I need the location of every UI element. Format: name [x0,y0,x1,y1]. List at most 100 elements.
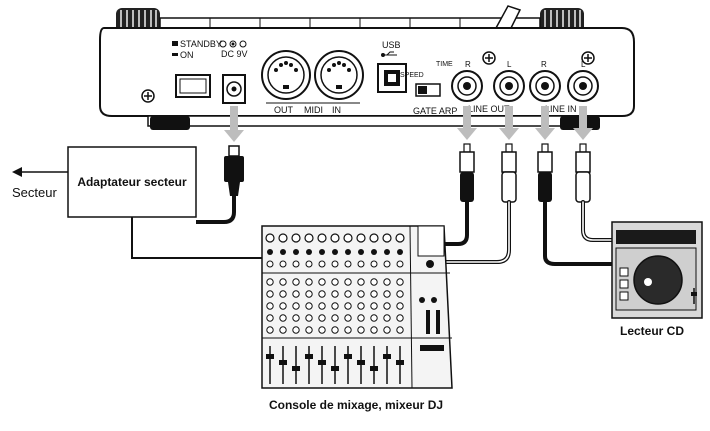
standby-marker-icon [172,41,178,46]
line-out-l-jack[interactable] [493,70,525,102]
speed-label: SPEED [400,72,424,79]
mixer-knob-icon [279,302,287,310]
mixer-knob-icon [396,326,404,334]
mixer-knob-icon [370,260,378,268]
mixer-knob-icon [383,314,391,322]
device-rear-panel: STANDBY ON DC 9V OUT MIDI [99,5,635,130]
midi-in-port[interactable] [314,50,364,100]
line-in-label: LINE IN [545,104,577,114]
mixer-knob-icon [318,260,326,268]
screw-icon [581,51,595,65]
adapter-label: Adaptateur secteur [77,175,187,189]
midi-label: MIDI [304,105,323,115]
midi-out-port[interactable] [261,50,311,100]
secteur-label: Secteur [12,185,57,200]
midi-in-label: IN [332,105,341,115]
standby-label: STANDBY [180,39,222,49]
mixer-knob-icon [305,278,313,286]
cd-player-label: Lecteur CD [620,324,684,338]
mixer-knob-icon [280,249,286,255]
mixer-fader-icon [279,360,287,365]
mixer-knob-icon [397,249,403,255]
mixer-knob-icon [345,249,351,255]
line-out-r-label: R [465,60,471,69]
mixer-knob-icon [305,260,313,268]
line-out-l-label: L [507,60,512,69]
cd-player [611,221,703,319]
rca-plug-line-in-r [537,143,553,202]
mixer-knob-icon [291,233,301,243]
mixer-knob-icon [266,326,274,334]
mixer-fader-icon [383,354,391,359]
arrow-left-icon [12,167,22,177]
mixer-knob-icon [292,278,300,286]
device-foot-left [150,116,190,130]
mixer-knob-icon [357,326,365,334]
mixer-knob-icon [357,260,365,268]
mixer-knob-icon [266,314,274,322]
mixer-knob-icon [344,278,352,286]
line-in-l-jack[interactable] [567,70,599,102]
insertion-arrows [224,106,593,142]
mixer-knob-icon [331,326,339,334]
mixer-knob-icon [267,249,273,255]
mixer-knob-icon [357,302,365,310]
mixer-knob-icon [344,326,352,334]
mixer-knob-icon [396,314,404,322]
mixer-knob-icon [279,290,287,298]
mixer-knob-icon [292,314,300,322]
screw-icon [141,89,155,103]
usb-port[interactable] [377,63,407,93]
usb-icon [381,51,397,57]
mixer-knob-icon [396,278,404,286]
mixer-knob-icon [292,260,300,268]
mixer-knob-icon [319,249,325,255]
mixer-fader-icon [266,354,274,359]
on-label: ON [180,50,194,60]
mixer-knob-icon [331,302,339,310]
mixer-knob-icon [304,233,314,243]
mixer-knob-icon [357,290,365,298]
mixer-knob-icon [370,290,378,298]
mixer-knob-icon [331,290,339,298]
mixer-knob-icon [305,314,313,322]
mixer-knob-icon [292,326,300,334]
mixer-knob-icon [383,290,391,298]
mixer-knob-icon [279,326,287,334]
midi-out-label: OUT [274,105,294,115]
mixer-fader-icon [396,360,404,365]
dc-plug-icon [224,145,244,196]
mixer-knob-icon [383,326,391,334]
mixer-knob-icon [279,260,287,268]
mixer-knob-icon [331,260,339,268]
mixer-fader-icon [318,360,326,365]
mixer-knob-icon [383,260,391,268]
mixer-knob-icon [265,233,275,243]
mixer-knob-icon [396,260,404,268]
mixer-knob-icon [383,302,391,310]
mixer-knob-icon [344,302,352,310]
line-in-r-jack[interactable] [529,70,561,102]
gate-arp-label: GATE ARP [413,106,457,116]
mixer-knob-icon [396,290,404,298]
line-out-label: LINE OUT [468,104,510,114]
mixer-knob-icon [344,314,352,322]
mixer-knob-icon [317,233,327,243]
mixer-knob-icon [278,233,288,243]
screw-icon [482,51,496,65]
mixer-knob-icon [382,233,392,243]
dc-label: DC 9V [221,49,248,59]
line-out-r-jack[interactable] [451,70,483,102]
mixer-knob-icon [358,249,364,255]
mixer-knob-icon [266,278,274,286]
device-bottom-strip [147,115,579,127]
mixer-knob-icon [331,314,339,322]
mixer-knob-icon [305,326,313,334]
rca-plug-line-in-l [575,143,591,203]
mixer-knob-icon [344,260,352,268]
mixer-knob-icon [357,278,365,286]
mixer-knob-icon [384,249,390,255]
usb-label: USB [382,40,401,50]
mixer-label: Console de mixage, mixeur DJ [269,398,443,412]
